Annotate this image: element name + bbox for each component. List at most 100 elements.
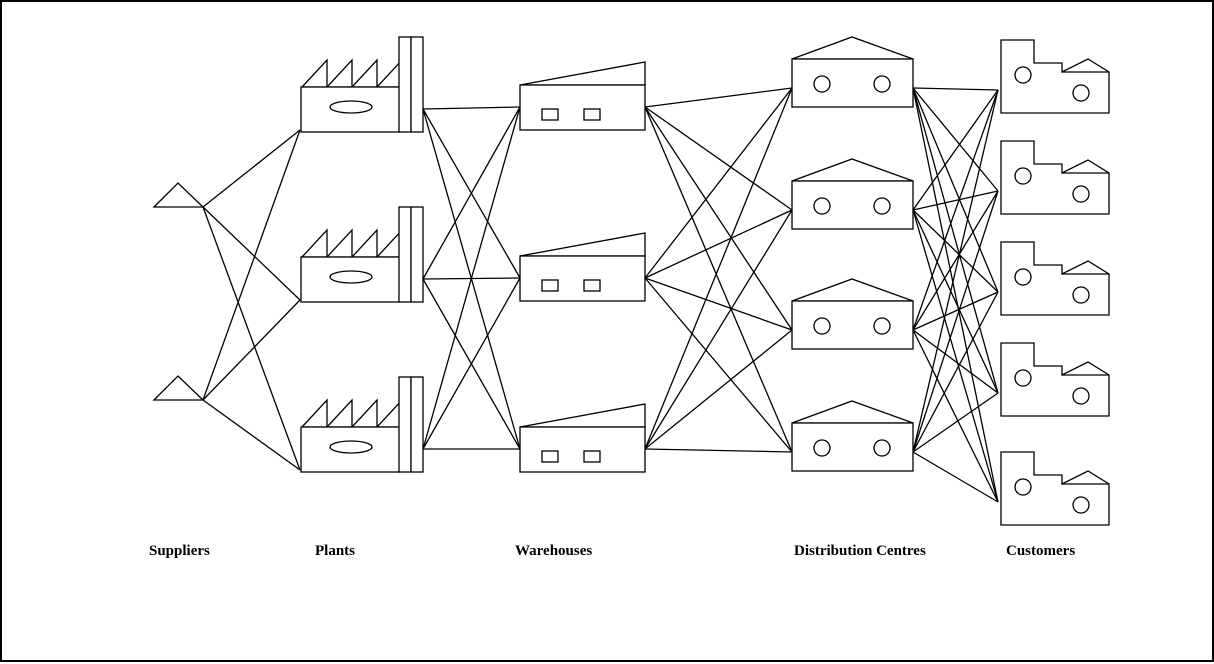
link-line (913, 88, 998, 90)
plant-node (301, 377, 423, 472)
dc-window (874, 318, 890, 334)
label-customers: Customers (1006, 543, 1075, 560)
link-line (913, 330, 998, 393)
label-distribution-centres: Distribution Centres (794, 543, 926, 560)
link-line (913, 210, 998, 292)
dc-roof (792, 279, 913, 301)
roof-tooth (352, 60, 377, 87)
dc-roof (792, 37, 913, 59)
roof-tooth (327, 230, 352, 257)
customer-window (1015, 479, 1031, 495)
label-suppliers: Suppliers (149, 543, 210, 560)
link-line (423, 107, 520, 109)
roof-tooth (327, 60, 352, 87)
dc-window (814, 76, 830, 92)
warehouse-body (520, 85, 645, 130)
customer-node (1001, 242, 1109, 315)
warehouse-body (520, 256, 645, 301)
distribution-centre-node (792, 401, 913, 471)
customer-window (1015, 370, 1031, 386)
network-nodes (154, 37, 1109, 525)
warehouse-body (520, 427, 645, 472)
warehouse-roof (520, 233, 645, 256)
link-line (913, 90, 998, 452)
dc-window (814, 318, 830, 334)
link-line (913, 393, 998, 452)
chimney-stack (399, 377, 411, 472)
dc-roof (792, 159, 913, 181)
roof-tooth (302, 230, 327, 257)
roof-tooth (302, 400, 327, 427)
roof-tooth (302, 60, 327, 87)
warehouse-window (542, 451, 558, 462)
customer-window (1073, 287, 1089, 303)
dc-window (814, 440, 830, 456)
dc-body (792, 423, 913, 471)
customer-window (1073, 497, 1089, 513)
warehouse-node (520, 62, 645, 130)
customer-node (1001, 40, 1109, 113)
plant-node (301, 207, 423, 302)
dc-window (814, 198, 830, 214)
chimney-stack (411, 377, 423, 472)
chimney-stack (399, 37, 411, 132)
link-line (645, 88, 792, 107)
roof-tooth (352, 400, 377, 427)
link-line (913, 191, 998, 210)
distribution-centre-node (792, 37, 913, 107)
dc-window (874, 76, 890, 92)
chimney-stack (399, 207, 411, 302)
warehouse-roof (520, 404, 645, 427)
roof-tooth (327, 400, 352, 427)
dc-window (874, 198, 890, 214)
warehouse-window (542, 280, 558, 291)
link-line (645, 88, 792, 278)
roof-tooth (377, 230, 402, 257)
link-line (913, 210, 998, 393)
label-warehouses: Warehouses (515, 543, 592, 560)
customer-node (1001, 141, 1109, 214)
link-line (913, 88, 998, 393)
warehouse-node (520, 233, 645, 301)
distribution-centre-node (792, 159, 913, 229)
warehouse-window (542, 109, 558, 120)
link-line (645, 210, 792, 449)
plant-node (301, 37, 423, 132)
customer-window (1015, 168, 1031, 184)
customer-node (1001, 452, 1109, 525)
warehouse-window (584, 109, 600, 120)
warehouse-window (584, 280, 600, 291)
link-line (913, 292, 998, 452)
customer-window (1015, 67, 1031, 83)
distribution-centre-node (792, 279, 913, 349)
link-line (645, 330, 792, 449)
dc-roof (792, 401, 913, 423)
roof-tooth (352, 230, 377, 257)
customer-node (1001, 343, 1109, 416)
customer-window (1015, 269, 1031, 285)
link-line (645, 449, 792, 452)
supplier-triangle (154, 183, 203, 207)
dc-body (792, 59, 913, 107)
link-line (203, 130, 300, 400)
supplier-node (154, 376, 203, 400)
customer-window (1073, 388, 1089, 404)
warehouse-node (520, 404, 645, 472)
link-line (913, 88, 998, 191)
chimney-stack (411, 37, 423, 132)
plant-window (330, 441, 372, 453)
dc-window (874, 440, 890, 456)
supplier-node (154, 183, 203, 207)
customer-window (1073, 85, 1089, 101)
dc-body (792, 181, 913, 229)
supplier-triangle (154, 376, 203, 400)
roof-tooth (377, 400, 402, 427)
chimney-stack (411, 207, 423, 302)
warehouse-window (584, 451, 600, 462)
dc-body (792, 301, 913, 349)
warehouse-roof (520, 62, 645, 85)
link-line (203, 207, 300, 470)
link-line (203, 130, 300, 207)
